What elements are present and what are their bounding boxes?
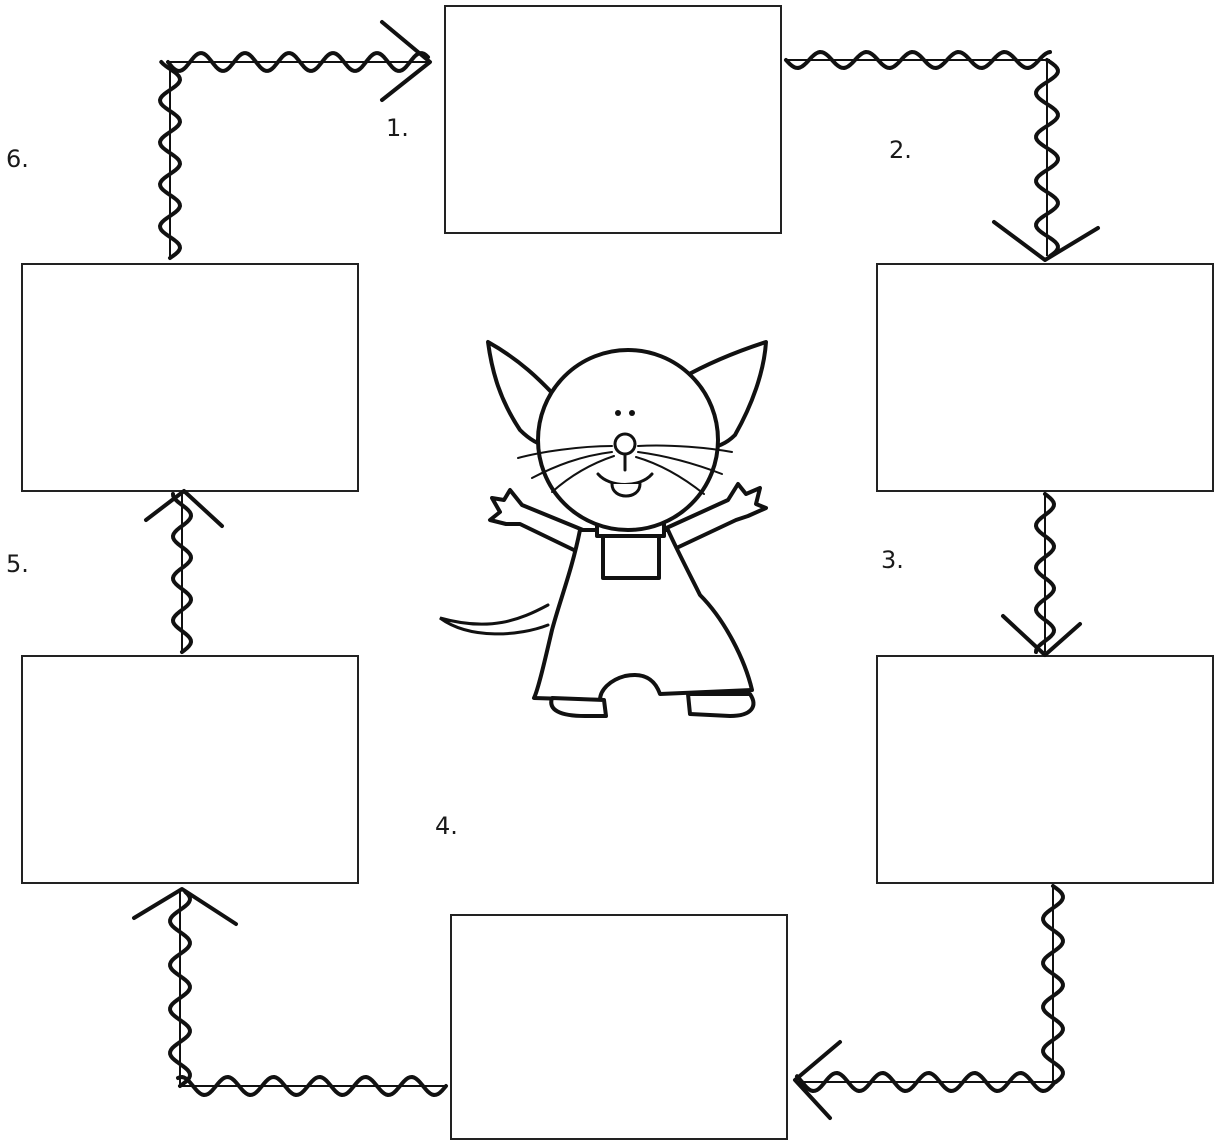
step-box-1[interactable] <box>445 6 781 233</box>
step-number-3: 3. <box>881 546 904 574</box>
step-number-6: 6. <box>6 145 29 173</box>
step-box-4[interactable] <box>451 915 787 1139</box>
step-number-1: 1. <box>386 114 409 142</box>
arrow-5-to-6 <box>146 491 222 652</box>
arrow-4-to-5 <box>134 889 446 1095</box>
mouse-overall-bib <box>603 532 659 578</box>
mouse-tail <box>440 605 548 634</box>
step-box-2[interactable] <box>877 264 1213 491</box>
step-number-5: 5. <box>6 550 29 578</box>
mouse-nose <box>615 434 635 454</box>
step-box-5[interactable] <box>22 656 358 883</box>
mouse-left-foot <box>551 698 606 716</box>
mouse-tongue <box>612 484 640 496</box>
mouse-right-foot <box>688 694 753 716</box>
mouse-left-eye <box>615 410 621 416</box>
arrow-2-to-3 <box>1003 494 1080 655</box>
arrow-3-to-4 <box>795 886 1063 1118</box>
step-number-4: 4. <box>435 812 458 840</box>
arrow-1-to-2 <box>786 52 1098 260</box>
mouse-illustration <box>440 342 766 716</box>
step-number-2: 2. <box>889 136 912 164</box>
step-box-3[interactable] <box>877 656 1213 883</box>
mouse-right-eye <box>629 410 635 416</box>
arrowhead-down-icon <box>1003 616 1080 655</box>
step-box-6[interactable] <box>22 264 358 491</box>
